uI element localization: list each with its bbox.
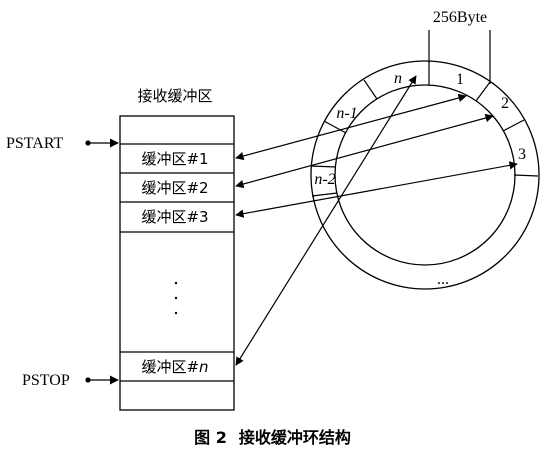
caption-text: 接收缓冲环结构 [238, 428, 351, 447]
ring-ellipsis: ... [437, 271, 449, 288]
ring-divider [363, 79, 378, 100]
segment-n-label: n [394, 70, 402, 87]
segment-1-label: 1 [456, 71, 464, 88]
ellipsis-dot [174, 311, 178, 315]
buffer-slot-2: 缓冲区#2 [141, 179, 208, 197]
ellipsis-dot [174, 296, 178, 300]
buffer-column [119, 115, 235, 411]
segment-3-label: 3 [518, 146, 526, 163]
ring-divider [475, 81, 491, 102]
ring-inner [334, 84, 516, 266]
map-arrow-slotn-segn [235, 75, 417, 366]
ring-divider [502, 119, 525, 132]
caption-number: 图 2 [194, 428, 227, 447]
segment-n-minus-2-label: n-2 [314, 171, 335, 188]
pstop-label: PSTOP [22, 372, 70, 389]
buffer-slot-1: 缓冲区#1 [141, 150, 208, 168]
segment-2-label: 2 [501, 95, 509, 112]
figure-caption: 图 2 接收缓冲环结构 [0, 424, 545, 448]
segment-size-label: 256Byte [433, 9, 487, 26]
map-arrow-slot3-seg3 [235, 161, 518, 218]
buffer-slot-3: 缓冲区#3 [141, 208, 208, 226]
ellipsis-dot [174, 281, 178, 285]
buffer-title: 接收缓冲区 [137, 87, 212, 105]
segment-n-minus-1-label: n-1 [336, 105, 357, 122]
ring-divider [513, 174, 539, 177]
ring-divider [310, 165, 337, 168]
buffer-slot-n: 缓冲区#n [141, 358, 208, 376]
ring-divider [311, 192, 338, 197]
pstart-label: PSTART [6, 135, 64, 152]
